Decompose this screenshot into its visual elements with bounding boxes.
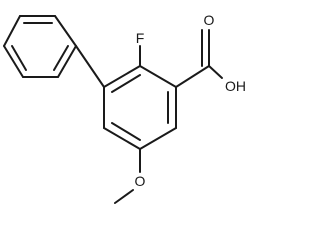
carbonyl-oxygen-label: O <box>204 12 215 28</box>
fluorine-label: F <box>136 30 145 46</box>
double-bond-inner <box>53 45 69 71</box>
molecule-structure: F O OH O <box>3 12 246 204</box>
phenyl-ring <box>3 15 77 78</box>
c-cooh-bond <box>175 65 210 88</box>
biaryl-bond <box>75 45 105 88</box>
double-bond-inner <box>11 45 27 71</box>
o-methyl-bond <box>114 189 134 204</box>
hydroxyl-label: OH <box>225 78 246 94</box>
bond <box>103 65 141 88</box>
bond <box>3 45 24 78</box>
c-oh-bond <box>208 65 223 79</box>
double-bond-inner <box>111 122 141 141</box>
bond <box>54 15 77 47</box>
bond <box>57 45 77 78</box>
double-bond-inner <box>111 74 141 93</box>
central-ring <box>103 65 177 150</box>
bond <box>139 65 177 88</box>
bond <box>103 127 141 150</box>
bond <box>139 127 177 150</box>
ether-oxygen-label: O <box>135 173 146 189</box>
bond <box>3 15 21 47</box>
